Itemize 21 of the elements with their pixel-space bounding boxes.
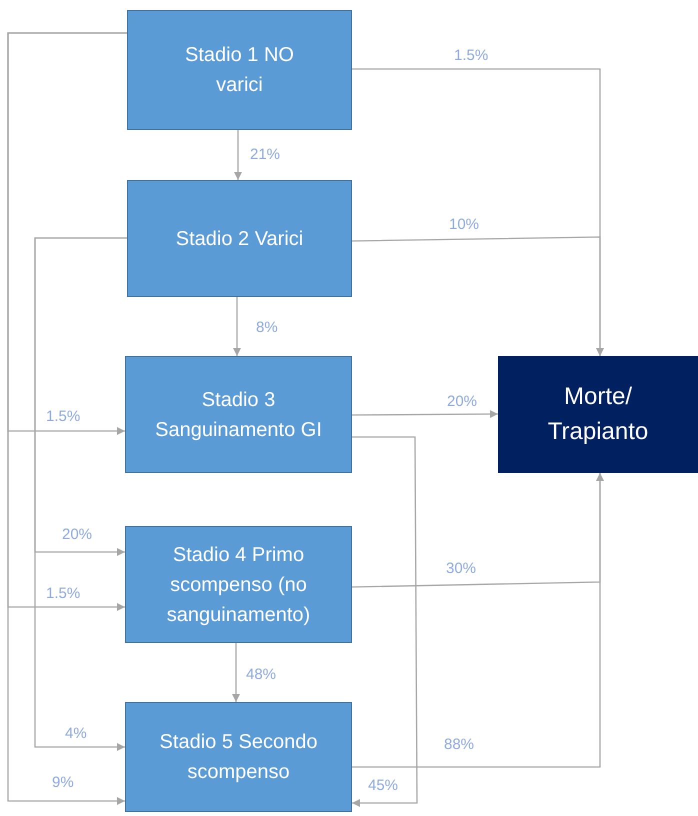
stage-label: Morte/ Trapianto bbox=[546, 382, 650, 446]
stage-label: Stadio 2 Varici bbox=[176, 226, 304, 252]
arrow bbox=[34, 237, 127, 751]
arrow bbox=[352, 473, 604, 768]
stage-label: Stadio 1 NO varici bbox=[184, 43, 295, 98]
arrow bbox=[352, 410, 498, 418]
outcome-box bbox=[498, 356, 698, 473]
stage-box bbox=[125, 702, 352, 812]
stage-box bbox=[125, 526, 352, 643]
stage-box bbox=[127, 10, 352, 130]
arrow bbox=[232, 643, 240, 702]
stage-label: Stadio 5 Secondo scompenso bbox=[158, 730, 318, 785]
arrow bbox=[233, 297, 241, 356]
arrow bbox=[234, 130, 242, 180]
stage-label: Stadio 4 Primo scompenso (no sanguinamento) bbox=[166, 542, 312, 628]
arrow bbox=[7, 32, 127, 805]
arrow bbox=[352, 236, 604, 356]
arrow bbox=[352, 436, 418, 807]
stage-box bbox=[127, 180, 352, 297]
stage-box bbox=[125, 356, 352, 473]
stage-label: Stadio 3 Sanguinamento GI bbox=[154, 388, 323, 442]
